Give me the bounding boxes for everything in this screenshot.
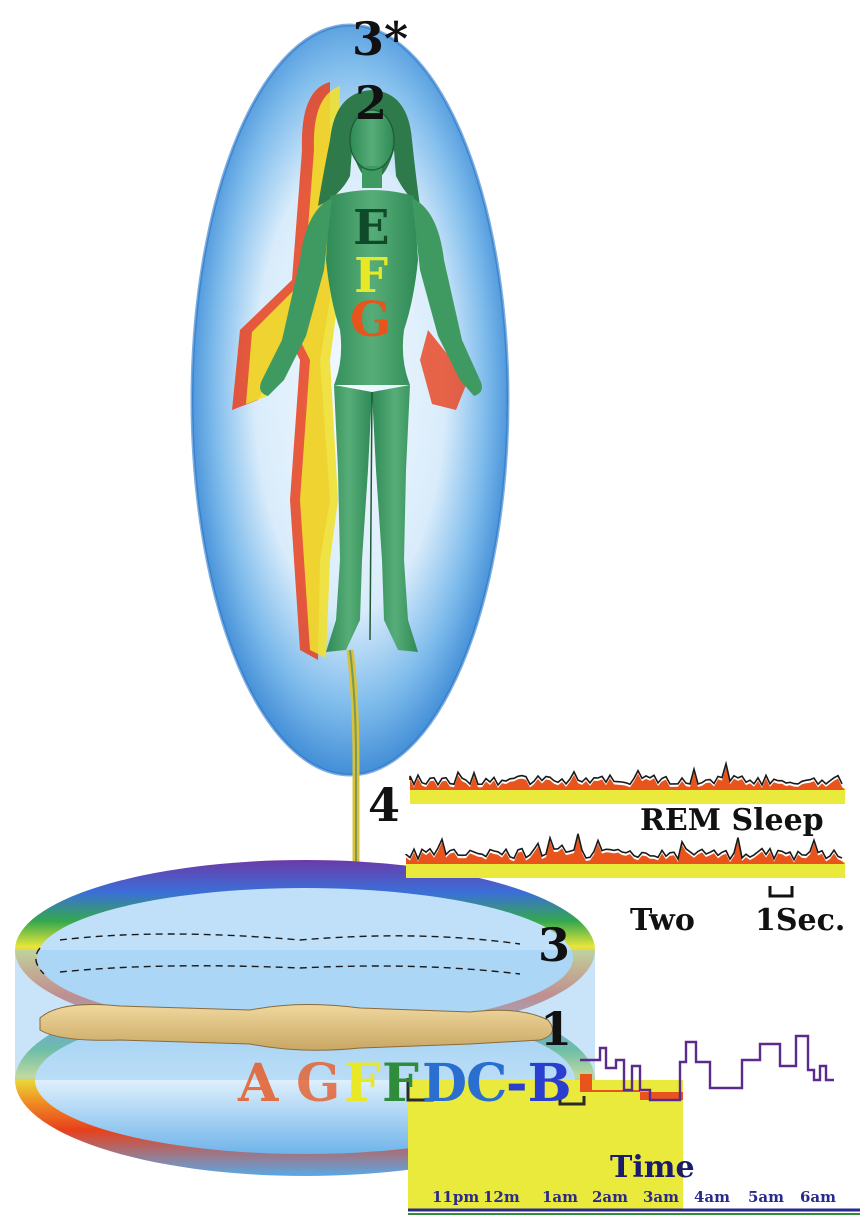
hypnogram-tick-label: 6am xyxy=(800,1188,836,1206)
eeg-trace-bottom xyxy=(406,834,845,878)
label-four: 4 xyxy=(368,782,400,828)
label-one: 1 xyxy=(540,1006,572,1052)
eeg-scale-one-second: 1Sec. xyxy=(755,906,845,936)
ring-letter-f-green: F xyxy=(382,1058,419,1110)
one-second-scale-bracket xyxy=(770,886,792,896)
hypnogram-time-title: Time xyxy=(610,1150,695,1185)
body-letter-g: G xyxy=(350,296,391,344)
ring-letter-g: G xyxy=(296,1058,340,1110)
label-two: 2 xyxy=(355,80,387,126)
label-three: 3 xyxy=(538,922,570,968)
hypnogram-tick-label: 2am xyxy=(592,1188,628,1206)
hypnogram-tick-label: 5am xyxy=(748,1188,784,1206)
hypnogram-tick-label: 12m xyxy=(483,1188,520,1206)
eeg-label-two: Two xyxy=(630,906,695,936)
eeg-trace-top xyxy=(410,764,845,804)
body-letter-e: E xyxy=(353,204,390,252)
hypnogram-tick-label: 3am xyxy=(643,1188,679,1206)
ring-letter-a: A xyxy=(238,1058,278,1110)
eeg-caption-rem-sleep: REM Sleep xyxy=(640,806,824,836)
hypnogram-tick-label: 1am xyxy=(542,1188,578,1206)
ring-letter-d: D xyxy=(422,1058,467,1110)
ring-letter-b: -B xyxy=(506,1058,572,1110)
hypnogram-tick-label: 4am xyxy=(694,1188,730,1206)
hypnogram-tick-label: 11pm xyxy=(432,1188,479,1206)
ring-letter-c: C xyxy=(466,1058,507,1110)
ring-letter-f-yellow: F xyxy=(344,1058,381,1110)
label-three-star: 3* xyxy=(352,16,408,62)
